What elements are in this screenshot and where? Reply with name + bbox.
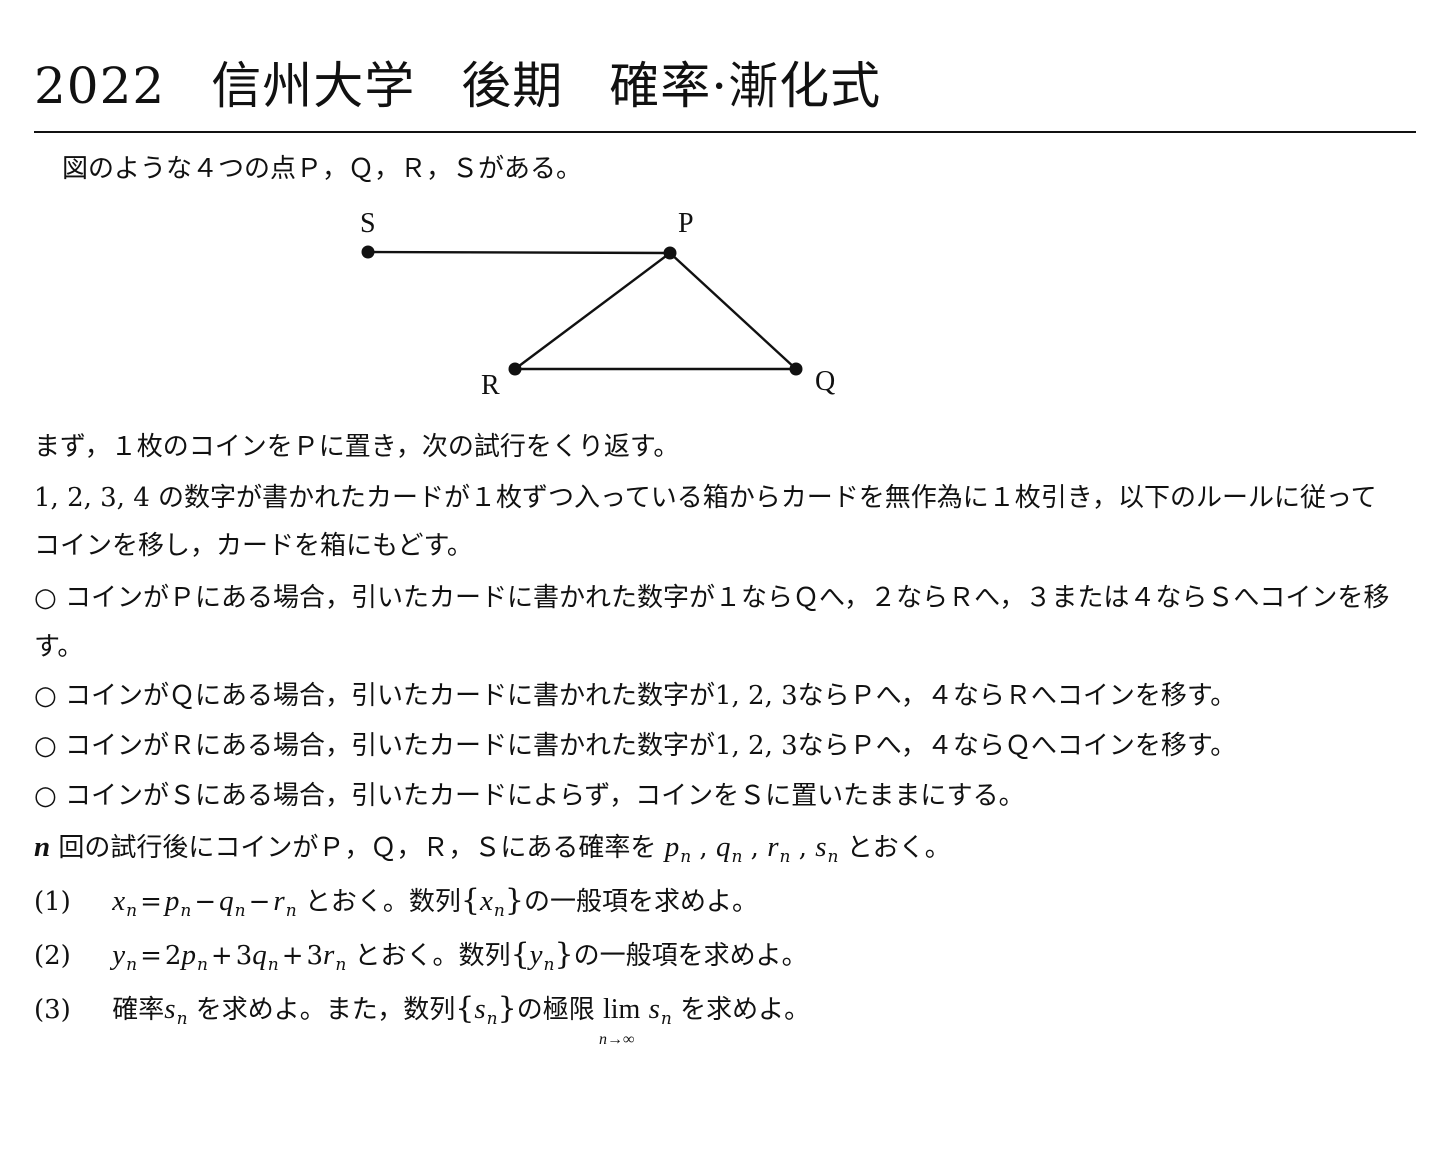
question-1: (1) xn=pn−qn−rn とおく。数列{xn}の一般項を求めよ。 xyxy=(34,883,758,921)
question-2: (2) yn=2pn+3qn+3rn とおく。数列{yn}の一般項を求めよ。 xyxy=(34,937,808,975)
title-university: 信州大学 xyxy=(211,57,416,115)
label-s: S xyxy=(360,208,376,239)
rule-p: ○ コインがＰにある場合，引いたカードに書かれた数字が１ならＱへ，２ならＲへ，３… xyxy=(34,583,1390,613)
title-term: 後期 xyxy=(461,57,564,115)
definition-line: n 回の試行後にコインがＰ，Ｑ，Ｒ，Ｓにある確率を pn , qn , rn ,… xyxy=(34,831,951,867)
point-s xyxy=(361,245,375,259)
q1-number: (1) xyxy=(34,887,71,917)
q2-number: (2) xyxy=(34,941,71,971)
point-p xyxy=(663,246,677,260)
title-topic: 確率·漸化式 xyxy=(609,57,882,115)
text-line-2: 1, 2, 3, 4 の数字が書かれたカードが１枚ずつ入っている箱からカードを無… xyxy=(34,483,1377,513)
edge-p-r xyxy=(514,252,671,370)
edge-s-p xyxy=(367,250,671,255)
title-divider xyxy=(34,131,1416,133)
text-line-3: コインを移し，カードを箱にもどす。 xyxy=(34,531,473,561)
q3-number: (3) xyxy=(34,995,71,1025)
rule-q: ○ コインがＱにある場合，引いたカードに書かれた数字が1, 2, 3ならＰへ，４… xyxy=(34,681,1237,711)
label-p: P xyxy=(678,208,694,239)
text-line-1: まず，１枚のコインをＰに置き，次の試行をくり返す。 xyxy=(34,432,680,462)
intro-text: 図のような４つの点Ｐ，Ｑ，Ｒ，Ｓがある。 xyxy=(62,154,583,184)
edge-p-q xyxy=(669,252,797,370)
point-q xyxy=(789,362,803,376)
rule-r: ○ コインがＲにある場合，引いたカードに書かれた数字が1, 2, 3ならＰへ，４… xyxy=(34,731,1237,761)
graph-diagram: S P R Q xyxy=(360,208,835,401)
label-r: R xyxy=(481,370,500,401)
title-year: 2022 xyxy=(34,57,166,115)
point-r xyxy=(508,362,522,376)
rule-s: ○ コインがＳにある場合，引いたカードによらず，コインをＳに置いたままにする。 xyxy=(34,781,1025,811)
label-q: Q xyxy=(815,366,835,397)
rule-p-cont: す。 xyxy=(34,632,84,662)
page-title: 2022 信州大学後期確率·漸化式 xyxy=(34,54,881,118)
